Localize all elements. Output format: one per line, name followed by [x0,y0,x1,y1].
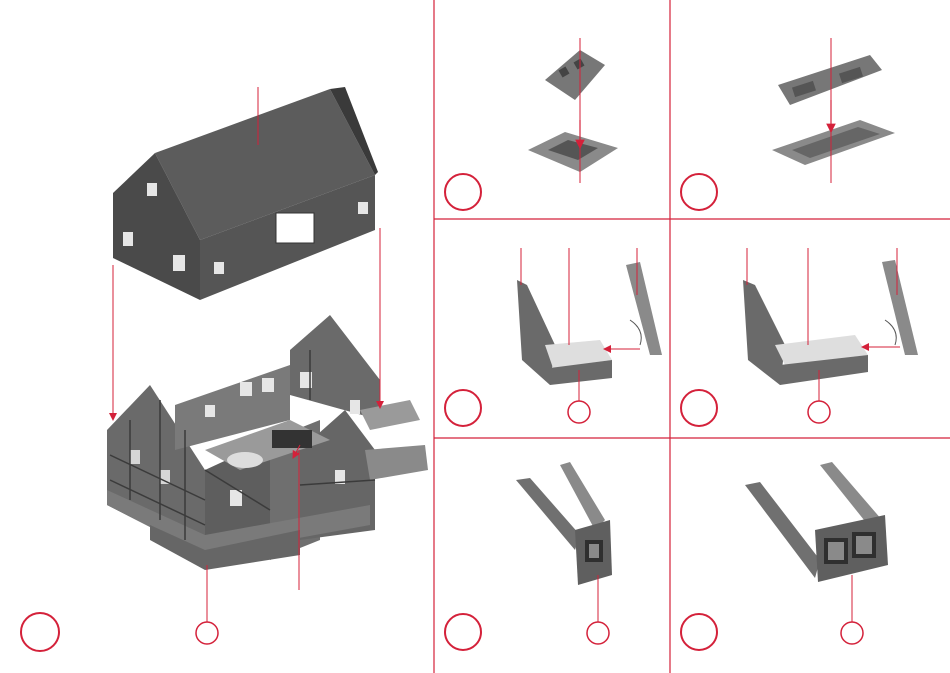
step-number-circle-dormer-4 [681,614,717,650]
house-window [240,382,252,396]
callout-circle-dormer-1 [568,401,590,423]
house-window [262,378,274,392]
dormer-window-pane [856,536,872,554]
step-number-circle-window-1 [445,174,481,210]
roof-opening [276,213,314,243]
shutter-piece [545,50,605,100]
dormer-window-pane [828,542,844,560]
dormer-side-wall-left [743,280,785,385]
house-back-gable [290,315,380,420]
house-window [350,400,360,414]
panel-step-dormer-3 [445,462,612,650]
dormer-roof-right [560,462,605,530]
dormer-side-arc [885,320,896,345]
panel-main [21,87,428,651]
floor-opening [227,452,263,468]
roof-window [173,255,185,271]
porch-base [365,445,428,480]
step-number-circle-window-2 [681,174,717,210]
panel-step-dormer-2 [681,248,918,426]
callout-circle-dormer-4 [841,622,863,644]
chimney-block [272,430,312,448]
panel-step-dormer-1 [445,248,662,426]
panel-step-window-2 [681,38,895,210]
house-window [130,450,140,464]
panel-step-window-1 [445,38,618,210]
roof-shell [113,87,378,300]
roof-window [123,232,133,246]
house-window [205,405,215,417]
callout-circle-base [196,622,218,644]
step-number-circle-dormer-2 [681,390,717,426]
dormer-side-wall-left [517,280,555,385]
callout-circle-dormer-2 [808,401,830,423]
roof-window [214,262,224,274]
roof-window [147,183,157,196]
roof-window [358,202,368,214]
dormer-window-pane [589,544,599,558]
dormer-side-wall-right [626,262,662,355]
dormer-roof-left [516,478,580,550]
step-number-circle-dormer-3 [445,614,481,650]
shutter-piece [778,55,882,105]
callout-circle-dormer-3 [587,622,609,644]
dormer-roof-left [745,482,820,578]
panel-dividers [434,0,950,673]
step-number-circle-dormer-1 [445,390,481,426]
dormer-side-arc [630,320,641,345]
panel-step-dormer-4 [681,462,888,650]
step-number-circle-main [21,613,59,651]
dormer-side-wall-right [882,260,918,355]
